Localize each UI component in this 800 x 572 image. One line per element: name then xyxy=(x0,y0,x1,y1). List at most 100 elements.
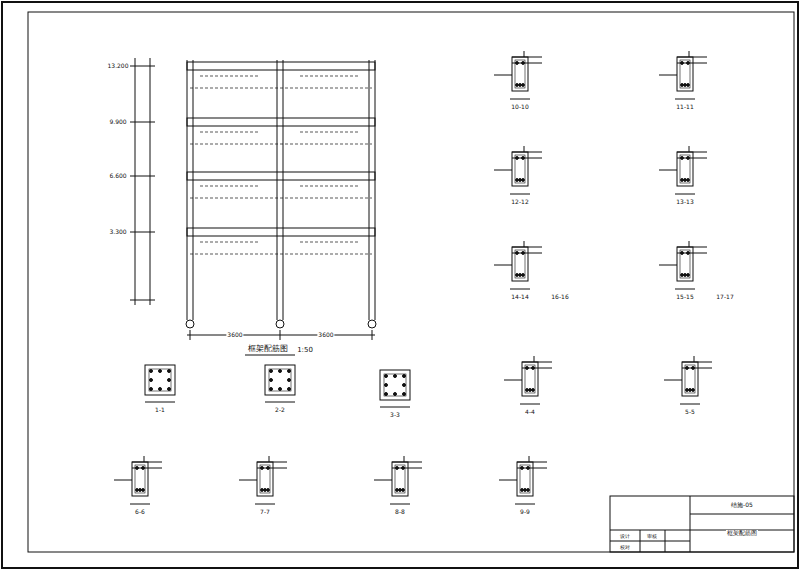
rebar-dot xyxy=(522,179,525,182)
leader-line xyxy=(694,356,695,362)
rebar-dot xyxy=(139,489,142,492)
rebar-dot xyxy=(267,467,270,470)
rebar-dot xyxy=(527,489,530,492)
stirrup xyxy=(685,365,695,393)
rebar-dot xyxy=(684,274,687,277)
dimension-line xyxy=(255,504,275,505)
drawing-label: 13-13 xyxy=(675,199,694,205)
rebar-dot xyxy=(681,179,684,182)
beam-section xyxy=(392,462,408,496)
beam-section xyxy=(512,247,528,281)
leader-line xyxy=(374,480,392,481)
rebar-dot xyxy=(521,489,524,492)
rebar-dot xyxy=(681,157,684,160)
beam-section xyxy=(522,362,538,396)
drawing-label: 4-4 xyxy=(524,409,536,415)
rebar-dot xyxy=(279,388,282,391)
slab-line xyxy=(132,468,162,469)
dimension-line xyxy=(675,99,695,100)
slab-line xyxy=(677,253,707,254)
stirrup xyxy=(525,365,535,393)
rebar-dot xyxy=(270,379,273,382)
rebar-dot xyxy=(692,367,695,370)
slab-line xyxy=(512,63,542,64)
leader-line xyxy=(524,146,525,152)
beam-section xyxy=(677,152,693,186)
beam-section xyxy=(512,152,528,186)
stirrup xyxy=(515,60,525,88)
rebar-dot xyxy=(270,370,273,373)
rebar-dot xyxy=(516,274,519,277)
slab-line xyxy=(392,468,422,469)
rebar-dot xyxy=(403,384,406,387)
beam-section xyxy=(677,247,693,281)
rebar-dot xyxy=(521,467,524,470)
dimension-line xyxy=(390,504,410,505)
dimension-line xyxy=(145,402,175,403)
slab-line xyxy=(682,362,712,363)
rebar-dot xyxy=(522,252,525,255)
drawing-label: 13.200 xyxy=(107,63,130,69)
beam-section xyxy=(132,462,148,496)
beam-section xyxy=(517,462,533,496)
rebar-dot xyxy=(402,467,405,470)
dimension-line xyxy=(265,402,295,403)
rebar-dot xyxy=(385,375,388,378)
dimension-line xyxy=(380,407,410,408)
stirrup xyxy=(520,465,530,493)
rebar-dot xyxy=(150,388,153,391)
slab-line xyxy=(512,247,542,248)
rebar-dot xyxy=(527,467,530,470)
rebar-dot xyxy=(519,84,522,87)
rebar-dot xyxy=(403,375,406,378)
rebar-dot xyxy=(402,489,405,492)
drawing-label: 结施-05 xyxy=(730,502,754,508)
rebar-dot xyxy=(524,489,527,492)
rebar-dot xyxy=(692,389,695,392)
drawing-label: 9.900 xyxy=(108,119,127,125)
leader-line xyxy=(504,380,522,381)
column-section xyxy=(265,365,295,395)
rebar-dot xyxy=(142,489,145,492)
stirrup xyxy=(269,369,291,391)
leader-line xyxy=(494,170,512,171)
rebar-dot xyxy=(403,393,406,396)
leader-line xyxy=(529,456,530,462)
rebar-dot xyxy=(261,467,264,470)
slab-line xyxy=(677,152,707,153)
rebar-dot xyxy=(687,179,690,182)
slab-line xyxy=(517,468,547,469)
leader-line xyxy=(144,456,145,462)
rebar-dot xyxy=(136,489,139,492)
frame-elevation xyxy=(130,58,376,355)
rebar-dot xyxy=(394,393,397,396)
slab-line xyxy=(392,462,422,463)
rebar-dot xyxy=(385,393,388,396)
beam-section xyxy=(677,57,693,91)
dimension-line xyxy=(510,289,530,290)
drawing-label: 12-12 xyxy=(510,199,529,205)
stirrup xyxy=(149,369,171,391)
leader-line xyxy=(689,241,690,247)
dimension-line xyxy=(675,194,695,195)
drawing-label: 审核 xyxy=(646,534,658,539)
rebar-dot xyxy=(516,252,519,255)
stirrup xyxy=(135,465,145,493)
rebar-dot xyxy=(519,179,522,182)
column-section xyxy=(145,365,175,395)
rebar-dot xyxy=(687,157,690,160)
leader-line xyxy=(114,480,132,481)
leader-line xyxy=(494,75,512,76)
drawing-label: 9-9 xyxy=(519,509,531,515)
dimension-line xyxy=(680,404,700,405)
leader-line xyxy=(659,265,677,266)
rebar-dot xyxy=(681,274,684,277)
rebar-dot xyxy=(532,367,535,370)
dimension-line xyxy=(510,194,530,195)
drawing-label: 10-10 xyxy=(510,104,529,110)
leader-line xyxy=(524,51,525,57)
leader-line xyxy=(239,480,257,481)
drawing-title: 框架配筋图 xyxy=(247,345,289,353)
rebar-dot xyxy=(288,379,291,382)
